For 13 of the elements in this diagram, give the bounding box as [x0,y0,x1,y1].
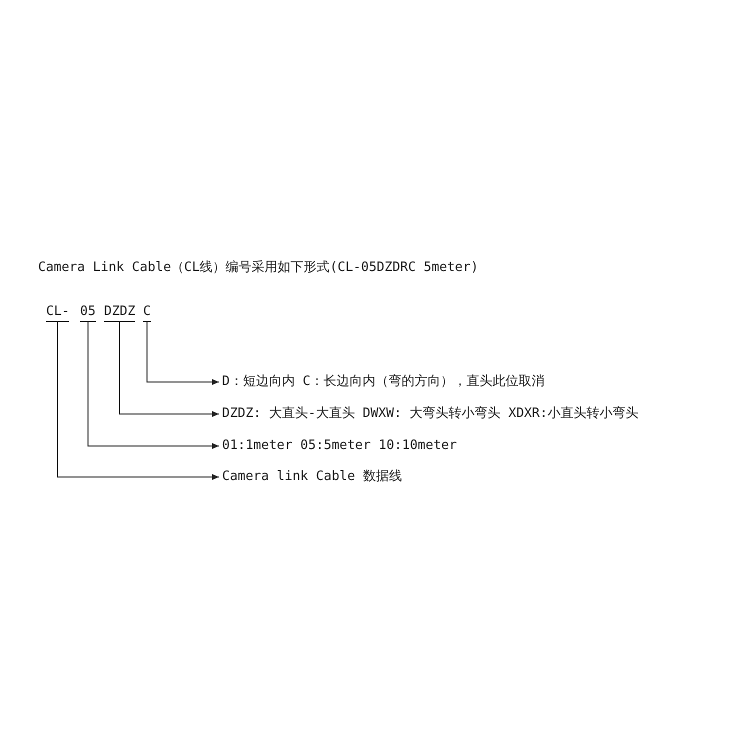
arrow [119,322,220,417]
code-segment: 05 [80,303,96,322]
arrow [146,322,220,385]
description-text: DZDZ: 大直头-大直头 DWXW: 大弯头转小弯头 XDXR:小直头转小弯头 [222,405,639,423]
code-segment: DZDZ [104,303,136,322]
code-segment: CL- [46,303,70,322]
description-text: Camera link Cable 数据线 [222,468,402,486]
description-text: D：短边向内 C：长边向内（弯的方向），直头此位取消 [222,373,544,391]
code-segment: C [143,303,151,322]
description-text: 01:1meter 05:5meter 10:10meter [222,437,457,455]
arrow [88,322,220,449]
heading: Camera Link Cable（CL线）编号采用如下形式(CL-05DZDRC 5meter) [38,259,478,277]
arrow [57,322,220,480]
